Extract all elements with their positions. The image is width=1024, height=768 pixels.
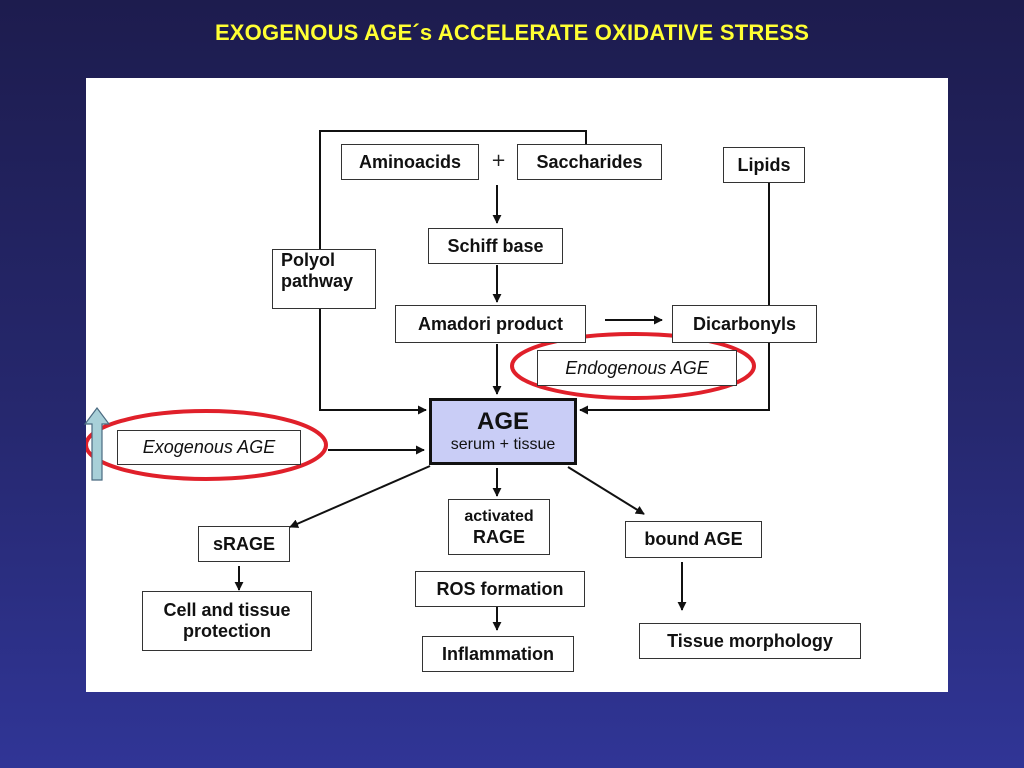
lipids-to-age-line <box>579 182 770 415</box>
age-title: AGE <box>476 407 529 435</box>
connector-layer <box>86 130 770 631</box>
node-ros-formation: ROS formation <box>415 571 585 607</box>
node-saccharides: Saccharides <box>517 144 662 180</box>
polyol-line-1: Polyol <box>281 250 336 270</box>
cell-line-2: protection <box>183 621 271 641</box>
node-activated-rage: activated RAGE <box>448 499 550 555</box>
endogenous-highlight-ring <box>510 332 756 400</box>
up-arrow-icon <box>84 407 111 481</box>
arrow-age-to-bound <box>567 466 645 515</box>
node-tissue-morphology: Tissue morphology <box>639 623 861 659</box>
node-endogenous-age: Endogenous AGE <box>537 350 737 386</box>
plus-sign: + <box>491 150 507 171</box>
node-lipids: Lipids <box>723 147 805 183</box>
node-schiff-base: Schiff base <box>428 228 563 264</box>
node-age-serum-tissue: AGE serum + tissue <box>429 398 577 465</box>
diagram-panel: Aminoacids + Saccharides Lipids Schiff b… <box>86 78 948 692</box>
polyol-loop-line <box>319 130 587 415</box>
node-inflammation: Inflammation <box>422 636 574 672</box>
node-cell-tissue-protection: Cell and tissue protection <box>142 591 312 651</box>
node-bound-age: bound AGE <box>625 521 762 558</box>
node-srage: sRAGE <box>198 526 290 562</box>
exogenous-highlight-ring <box>86 409 328 481</box>
cell-line-1: Cell and tissue <box>163 600 291 620</box>
node-polyol-pathway: Polyol pathway <box>272 249 376 309</box>
node-dicarbonyls: Dicarbonyls <box>672 305 817 343</box>
slide-title: EXOGENOUS AGE´s ACCELERATE OXIDATIVE STR… <box>214 20 810 45</box>
arrow-age-to-srage <box>289 465 431 528</box>
age-subtitle: serum + tissue <box>450 435 556 453</box>
polyol-line-2: pathway <box>281 271 354 291</box>
node-exogenous-age: Exogenous AGE <box>117 430 301 465</box>
activated-line-1: activated <box>464 508 534 525</box>
node-amadori-product: Amadori product <box>395 305 586 343</box>
node-aminoacids: Aminoacids <box>341 144 479 180</box>
activated-line-2: RAGE <box>472 527 525 547</box>
